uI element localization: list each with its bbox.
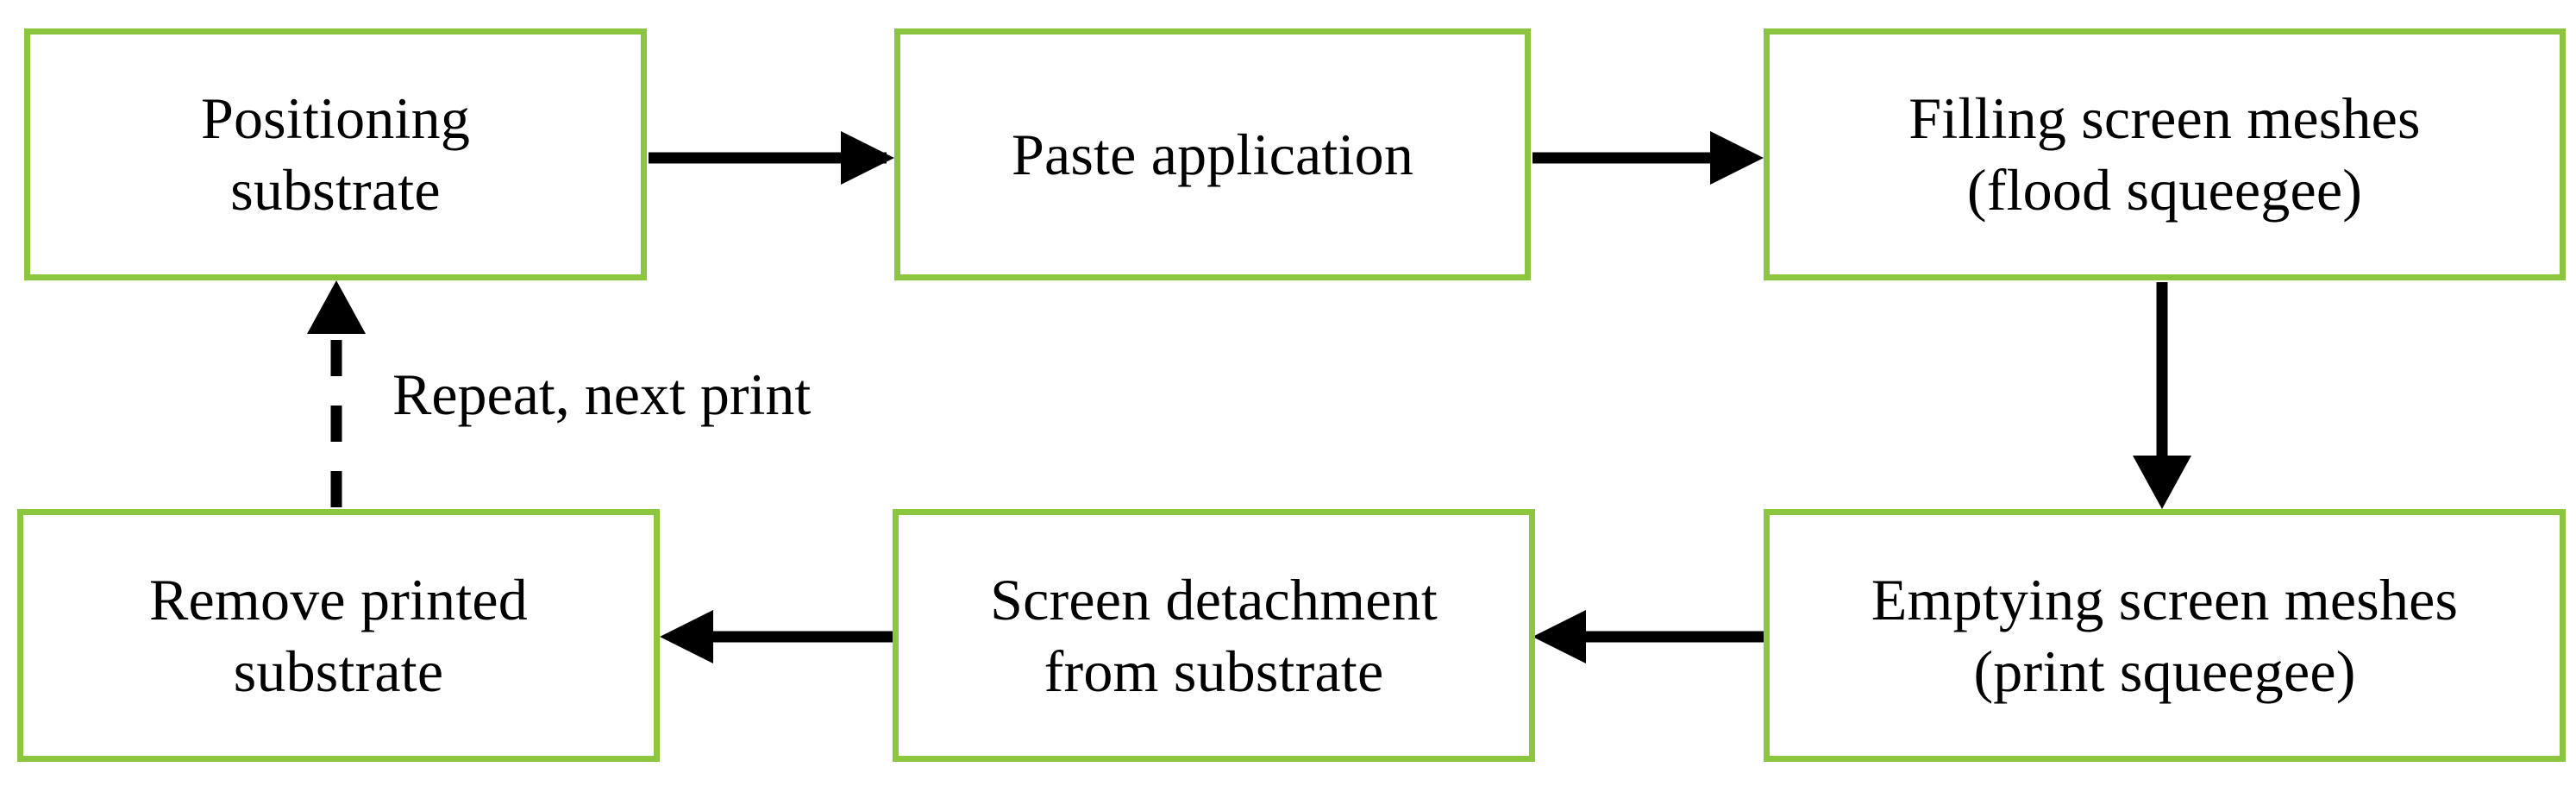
arrow-paste-to-filling (1532, 131, 1764, 185)
flow-node-emptying-screen-meshes[interactable]: Emptying screen meshes (print squeegee) (1764, 509, 2566, 762)
arrow-filling-to-emptying (2133, 282, 2191, 509)
flow-node-label: Positioning substrate (200, 85, 471, 223)
flow-node-remove-printed-substrate[interactable]: Remove printed substrate (17, 509, 660, 762)
flow-node-positioning-substrate[interactable]: Positioning substrate (24, 28, 647, 280)
flow-node-filling-screen-meshes[interactable]: Filling screen meshes (flood squeegee) (1764, 28, 2566, 280)
arrow-detachment-to-remove (660, 610, 893, 663)
flow-node-label: Emptying screen meshes (print squeegee) (1871, 566, 2459, 704)
arrow-positioning-to-paste (649, 131, 894, 185)
flow-node-paste-application[interactable]: Paste application (894, 28, 1531, 280)
arrow-remove-to-positioning-dashed (307, 280, 366, 507)
flow-node-label: Filling screen meshes (flood squeegee) (1908, 85, 2421, 223)
flow-node-label: Paste application (1011, 121, 1414, 187)
flow-node-label: Screen detachment from substrate (990, 566, 1438, 704)
arrow-emptying-to-detachment (1532, 610, 1764, 663)
flow-node-screen-detachment[interactable]: Screen detachment from substrate (893, 509, 1535, 762)
flow-node-label: Remove printed substrate (148, 566, 529, 704)
loop-back-arrow-label: Repeat, next print (392, 362, 812, 427)
